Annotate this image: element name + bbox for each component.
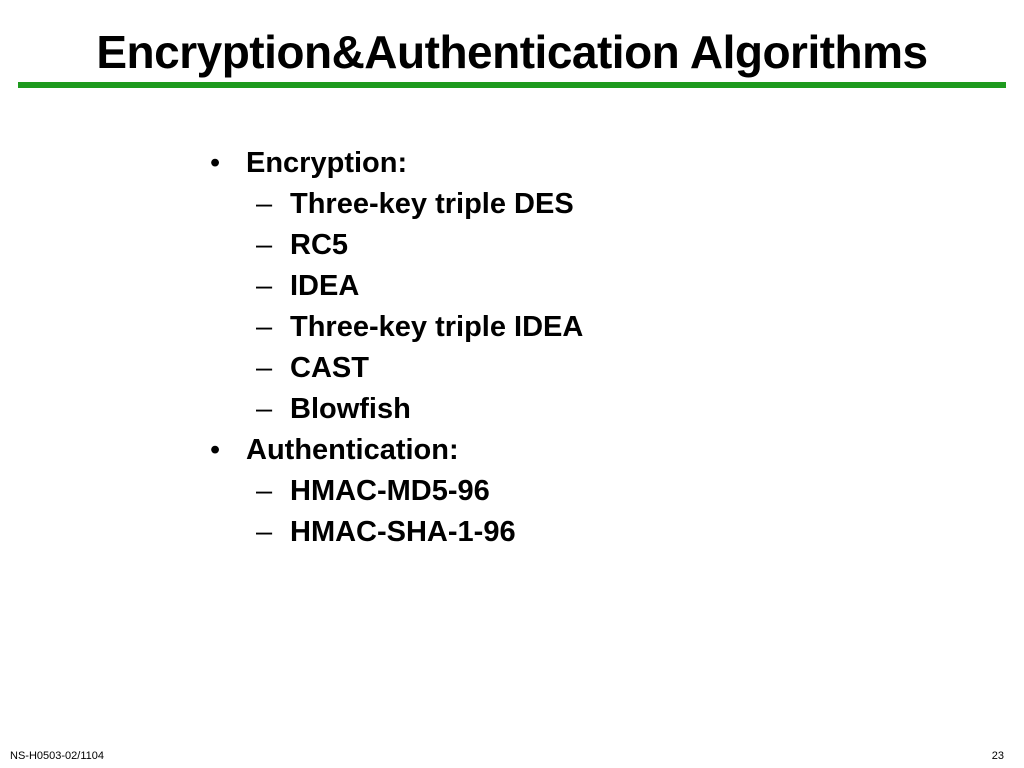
page-number: 23 xyxy=(991,750,1004,762)
sub-item: – Blowfish xyxy=(210,389,910,430)
sub-item: – HMAC-SHA-1-96 xyxy=(210,512,910,553)
sub-item-label: Three-key triple IDEA xyxy=(290,311,584,343)
dash-icon: – xyxy=(256,229,273,261)
sub-item-label: RC5 xyxy=(290,229,349,261)
sub-item-label: Blowfish xyxy=(290,393,411,425)
sub-item: – RC5 xyxy=(210,225,910,266)
title-underline xyxy=(18,82,1006,88)
bullet-dot-icon: • xyxy=(210,434,221,466)
slide-title: Encryption&Authentication Algorithms xyxy=(96,26,928,78)
bullet-list: • Encryption: – Three-key triple DES – R… xyxy=(210,143,910,553)
sub-item-label: HMAC-MD5-96 xyxy=(290,475,490,507)
sub-item: – IDEA xyxy=(210,266,910,307)
footer-document-id: NS-H0503-02/1104 xyxy=(10,750,104,762)
bullet-dot-icon: • xyxy=(210,147,221,179)
dash-icon: – xyxy=(256,516,273,548)
dash-icon: – xyxy=(256,270,273,302)
sub-item-label: CAST xyxy=(290,352,369,384)
dash-icon: – xyxy=(256,475,273,507)
dash-icon: – xyxy=(256,393,273,425)
sub-item: – HMAC-MD5-96 xyxy=(210,471,910,512)
sub-item: – Three-key triple DES xyxy=(210,184,910,225)
bullet-authentication: • Authentication: xyxy=(210,430,910,471)
bullet-label: Encryption: xyxy=(246,147,408,179)
sub-item: – Three-key triple IDEA xyxy=(210,307,910,348)
dash-icon: – xyxy=(256,352,273,384)
bullet-encryption: • Encryption: xyxy=(210,143,910,184)
sub-item-label: Three-key triple DES xyxy=(290,188,574,220)
bullet-label: Authentication: xyxy=(246,434,459,466)
dash-icon: – xyxy=(256,311,273,343)
dash-icon: – xyxy=(256,188,273,220)
sub-item: – CAST xyxy=(210,348,910,389)
sub-item-label: HMAC-SHA-1-96 xyxy=(290,516,516,548)
sub-item-label: IDEA xyxy=(290,270,360,302)
